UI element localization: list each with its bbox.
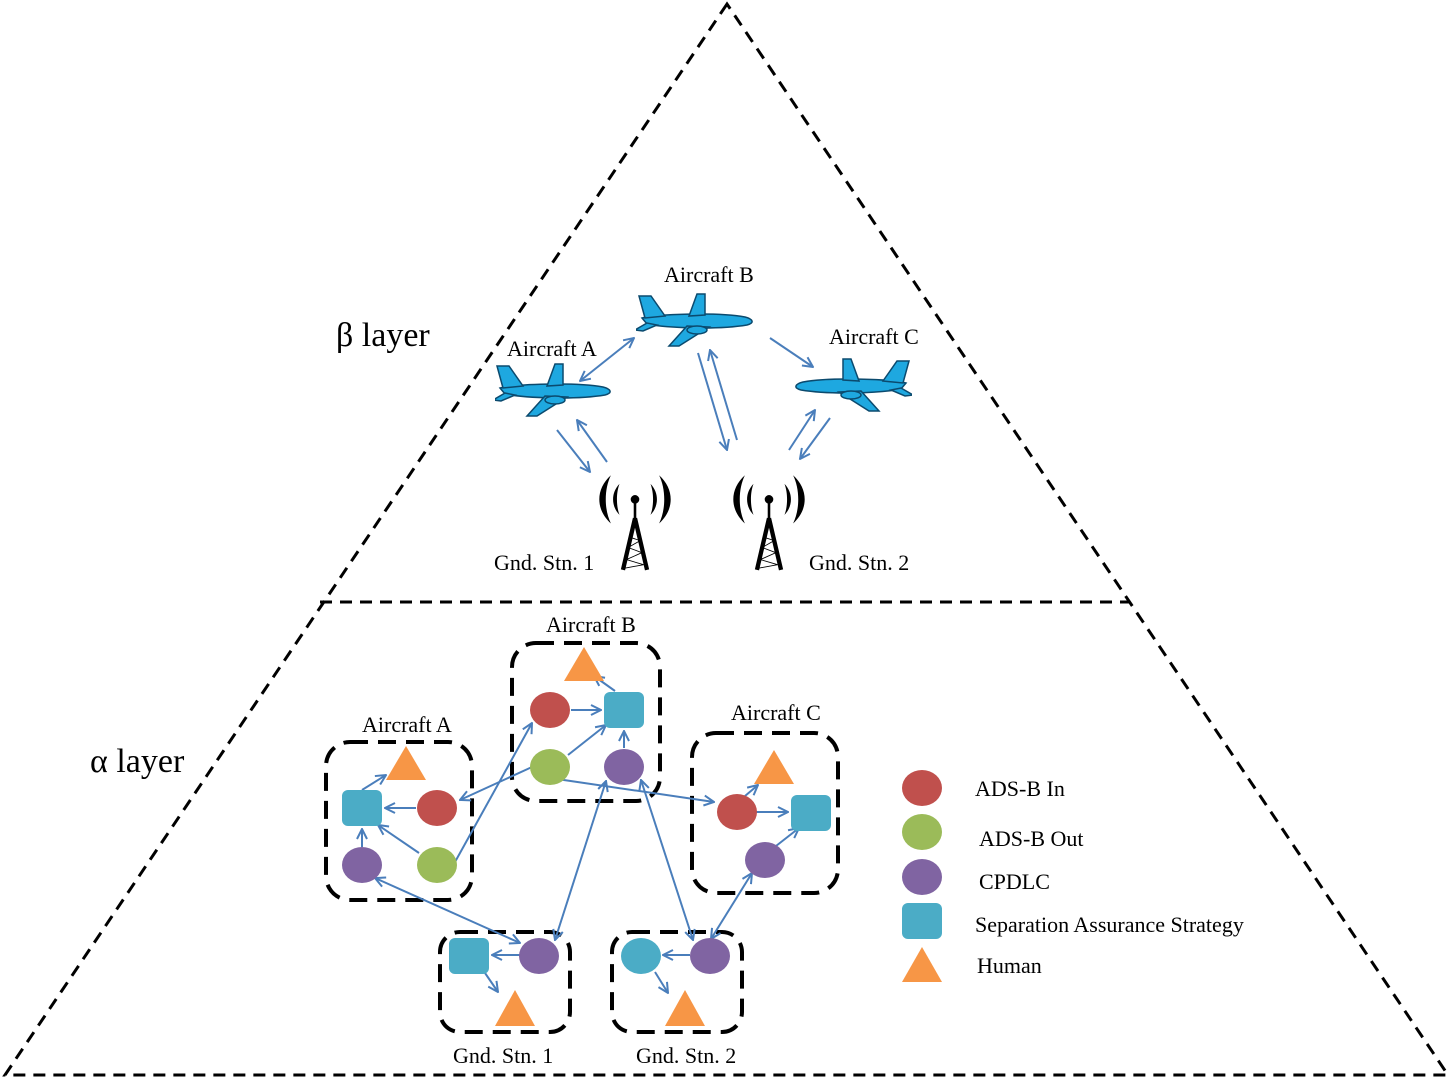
legend-separation-assurance-label: Separation Assurance Strategy	[975, 912, 1244, 937]
link-b-gs2-down	[697, 352, 727, 450]
alpha-aircraft-c-label: Aircraft C	[731, 700, 821, 725]
human-node	[665, 990, 705, 1026]
cpdlc-node	[604, 749, 644, 785]
link-c-gs2-down	[800, 417, 831, 459]
separation-assurance-node	[604, 692, 644, 728]
radio-tower-icon	[599, 475, 670, 570]
link	[775, 828, 799, 847]
legend-ads-b-out-swatch	[902, 814, 942, 850]
alpha-gnd-stn-2-label: Gnd. Stn. 2	[636, 1043, 736, 1068]
link-a-b	[580, 338, 634, 381]
ground-station-1-label: Gnd. Stn. 1	[494, 550, 594, 575]
beta-aircraft-a: Aircraft A	[495, 336, 611, 417]
alpha-aircraft-b-label: Aircraft B	[546, 612, 636, 637]
human-node	[754, 750, 794, 784]
ground-station-2-label: Gnd. Stn. 2	[809, 550, 909, 575]
legend-ads-b-in-swatch	[902, 770, 942, 806]
separation-assurance-node	[342, 790, 382, 826]
aircraft-icon	[636, 293, 753, 347]
beta-ground-station-2: Gnd. Stn. 2	[733, 475, 909, 575]
aircraft-icon	[795, 358, 912, 412]
link-c-gs2-cpdlc	[711, 873, 752, 939]
ads-b-in-node	[530, 692, 570, 728]
separation-assurance-node	[621, 938, 661, 974]
legend-ads-b-in-label: ADS-B In	[975, 776, 1065, 801]
cpdlc-node	[342, 847, 382, 883]
link	[654, 971, 668, 993]
alpha-nodes	[342, 647, 831, 1026]
link-b-gs1-cpdlc	[555, 781, 606, 940]
legend-cpdlc-label: CPDLC	[979, 869, 1050, 894]
link-a-out-to-b-in	[454, 723, 532, 863]
alpha-layer-title: α layer	[90, 743, 185, 780]
separation-assurance-node	[449, 938, 489, 974]
link-gs1-a-up	[577, 420, 608, 463]
legend: ADS-B In ADS-B Out CPDLC Separation Assu…	[902, 770, 1244, 982]
aircraft-a-label: Aircraft A	[507, 336, 597, 361]
beta-ground-station-1: Gnd. Stn. 1	[494, 475, 671, 575]
ads-b-in-node	[417, 790, 457, 826]
link	[378, 825, 420, 854]
legend-human-label: Human	[977, 953, 1042, 978]
ads-b-out-node	[530, 749, 570, 785]
legend-ads-b-out-label: ADS-B Out	[979, 826, 1084, 851]
human-node	[495, 990, 535, 1026]
beta-layer-title: β layer	[336, 317, 430, 354]
radio-tower-icon	[733, 475, 804, 570]
beta-links	[556, 337, 831, 472]
link-gs2-b-up	[710, 350, 738, 441]
beta-aircraft-b: Aircraft B	[636, 262, 754, 347]
aircraft-c-label: Aircraft C	[829, 324, 919, 349]
aircraft-b-label: Aircraft B	[664, 262, 754, 287]
link-b-outA-to-a-in	[460, 766, 533, 800]
link	[567, 725, 606, 756]
link-gs2-c-up	[788, 410, 815, 451]
ads-b-out-node	[417, 847, 457, 883]
cpdlc-node	[690, 938, 730, 974]
link	[484, 972, 498, 992]
beta-aircraft-c: Aircraft C	[795, 324, 919, 412]
link	[744, 785, 758, 797]
cpdlc-node	[519, 938, 559, 974]
legend-separation-assurance-swatch	[902, 903, 942, 939]
ads-b-in-node	[717, 794, 757, 830]
link-b-gs2-cpdlc	[641, 780, 693, 940]
link-a-gs1-down	[556, 429, 590, 472]
link	[361, 775, 386, 791]
separation-assurance-node	[791, 795, 831, 831]
alpha-aircraft-a-label: Aircraft A	[362, 712, 452, 737]
group-box-aircraft-b	[510, 641, 662, 803]
alpha-gnd-stn-1-label: Gnd. Stn. 1	[453, 1043, 553, 1068]
link-b-c	[769, 337, 813, 367]
legend-cpdlc-swatch	[902, 859, 942, 895]
legend-human-swatch	[902, 947, 942, 982]
cpdlc-node	[745, 842, 785, 878]
human-node	[386, 746, 426, 780]
link-gs1-a-cpdlc	[375, 878, 520, 943]
human-node	[564, 647, 604, 681]
